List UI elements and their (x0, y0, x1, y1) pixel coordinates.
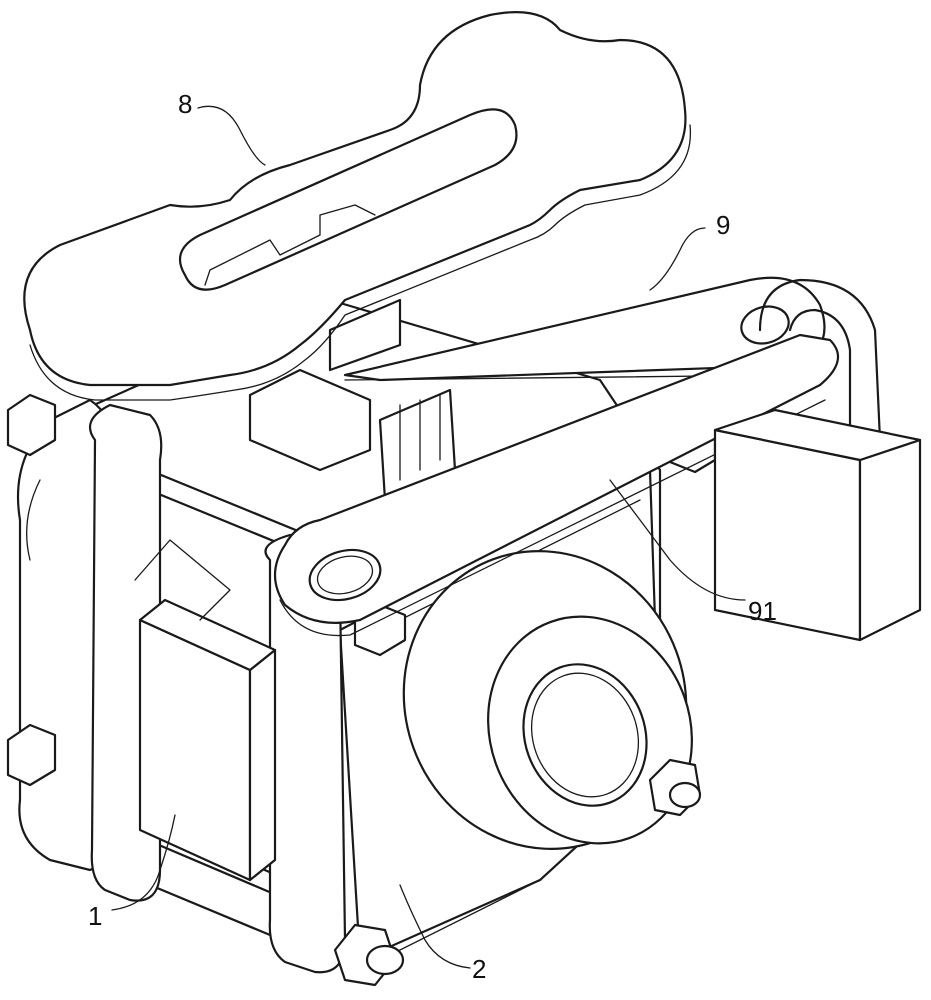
label-1: 1 (88, 901, 102, 931)
label-9: 9 (716, 210, 730, 240)
leader-9 (650, 228, 705, 290)
label-91: 91 (748, 596, 777, 626)
label-2: 2 (472, 954, 486, 984)
leader-8 (198, 106, 265, 165)
padlock-body-front (715, 430, 860, 640)
label-8: 8 (178, 89, 192, 119)
padlock-body-side (860, 440, 920, 640)
